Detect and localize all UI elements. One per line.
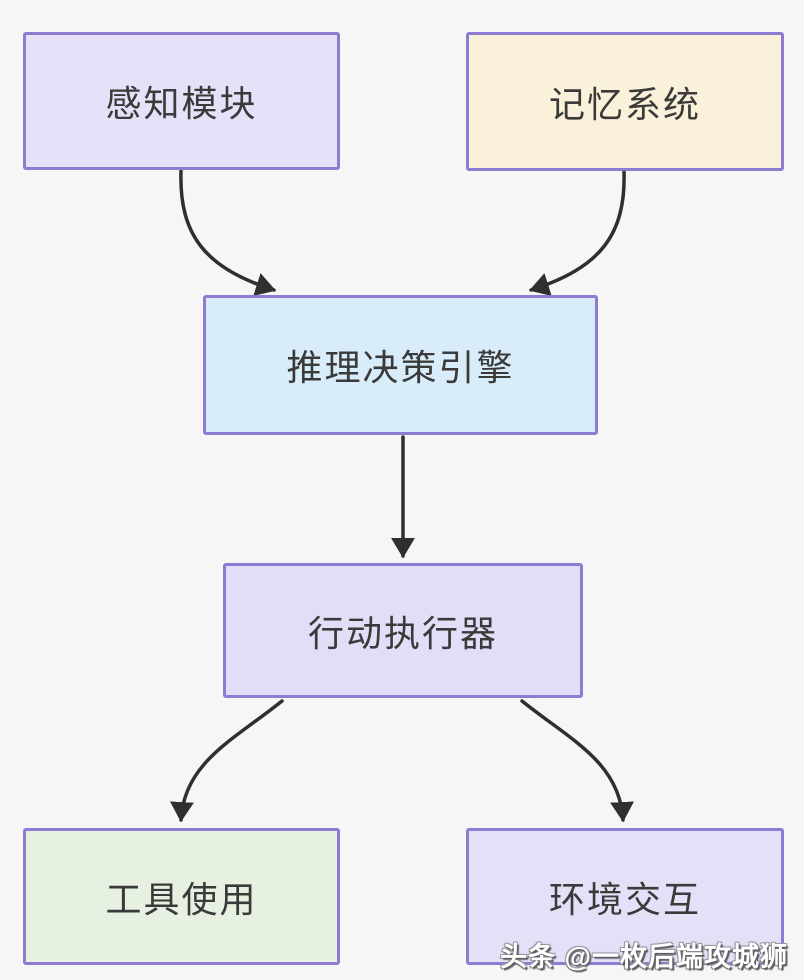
node-perception-label: 感知模块 [105,83,258,124]
node-action: 行动执行器 [223,563,583,698]
node-environment-label: 环境交互 [548,878,701,920]
edge-perception-to-reasoning [179,169,276,296]
edge-action-to-environment [520,699,635,822]
node-memory-label: 记忆系统 [548,83,701,125]
node-reasoning-label: 推理决策引擎 [286,347,515,388]
node-environment: 环境交互 [466,828,784,965]
edge-action-to-tools [169,699,284,822]
watermark: 头条 @一枚后端攻城狮 [500,942,788,972]
node-tools: 工具使用 [23,828,340,965]
node-reasoning: 推理决策引擎 [203,295,598,435]
node-action-label: 行动执行器 [307,612,498,654]
edge-memory-to-reasoning [529,169,626,296]
node-perception: 感知模块 [23,32,340,170]
node-tools-label: 工具使用 [105,878,258,920]
node-memory: 记忆系统 [466,32,784,171]
